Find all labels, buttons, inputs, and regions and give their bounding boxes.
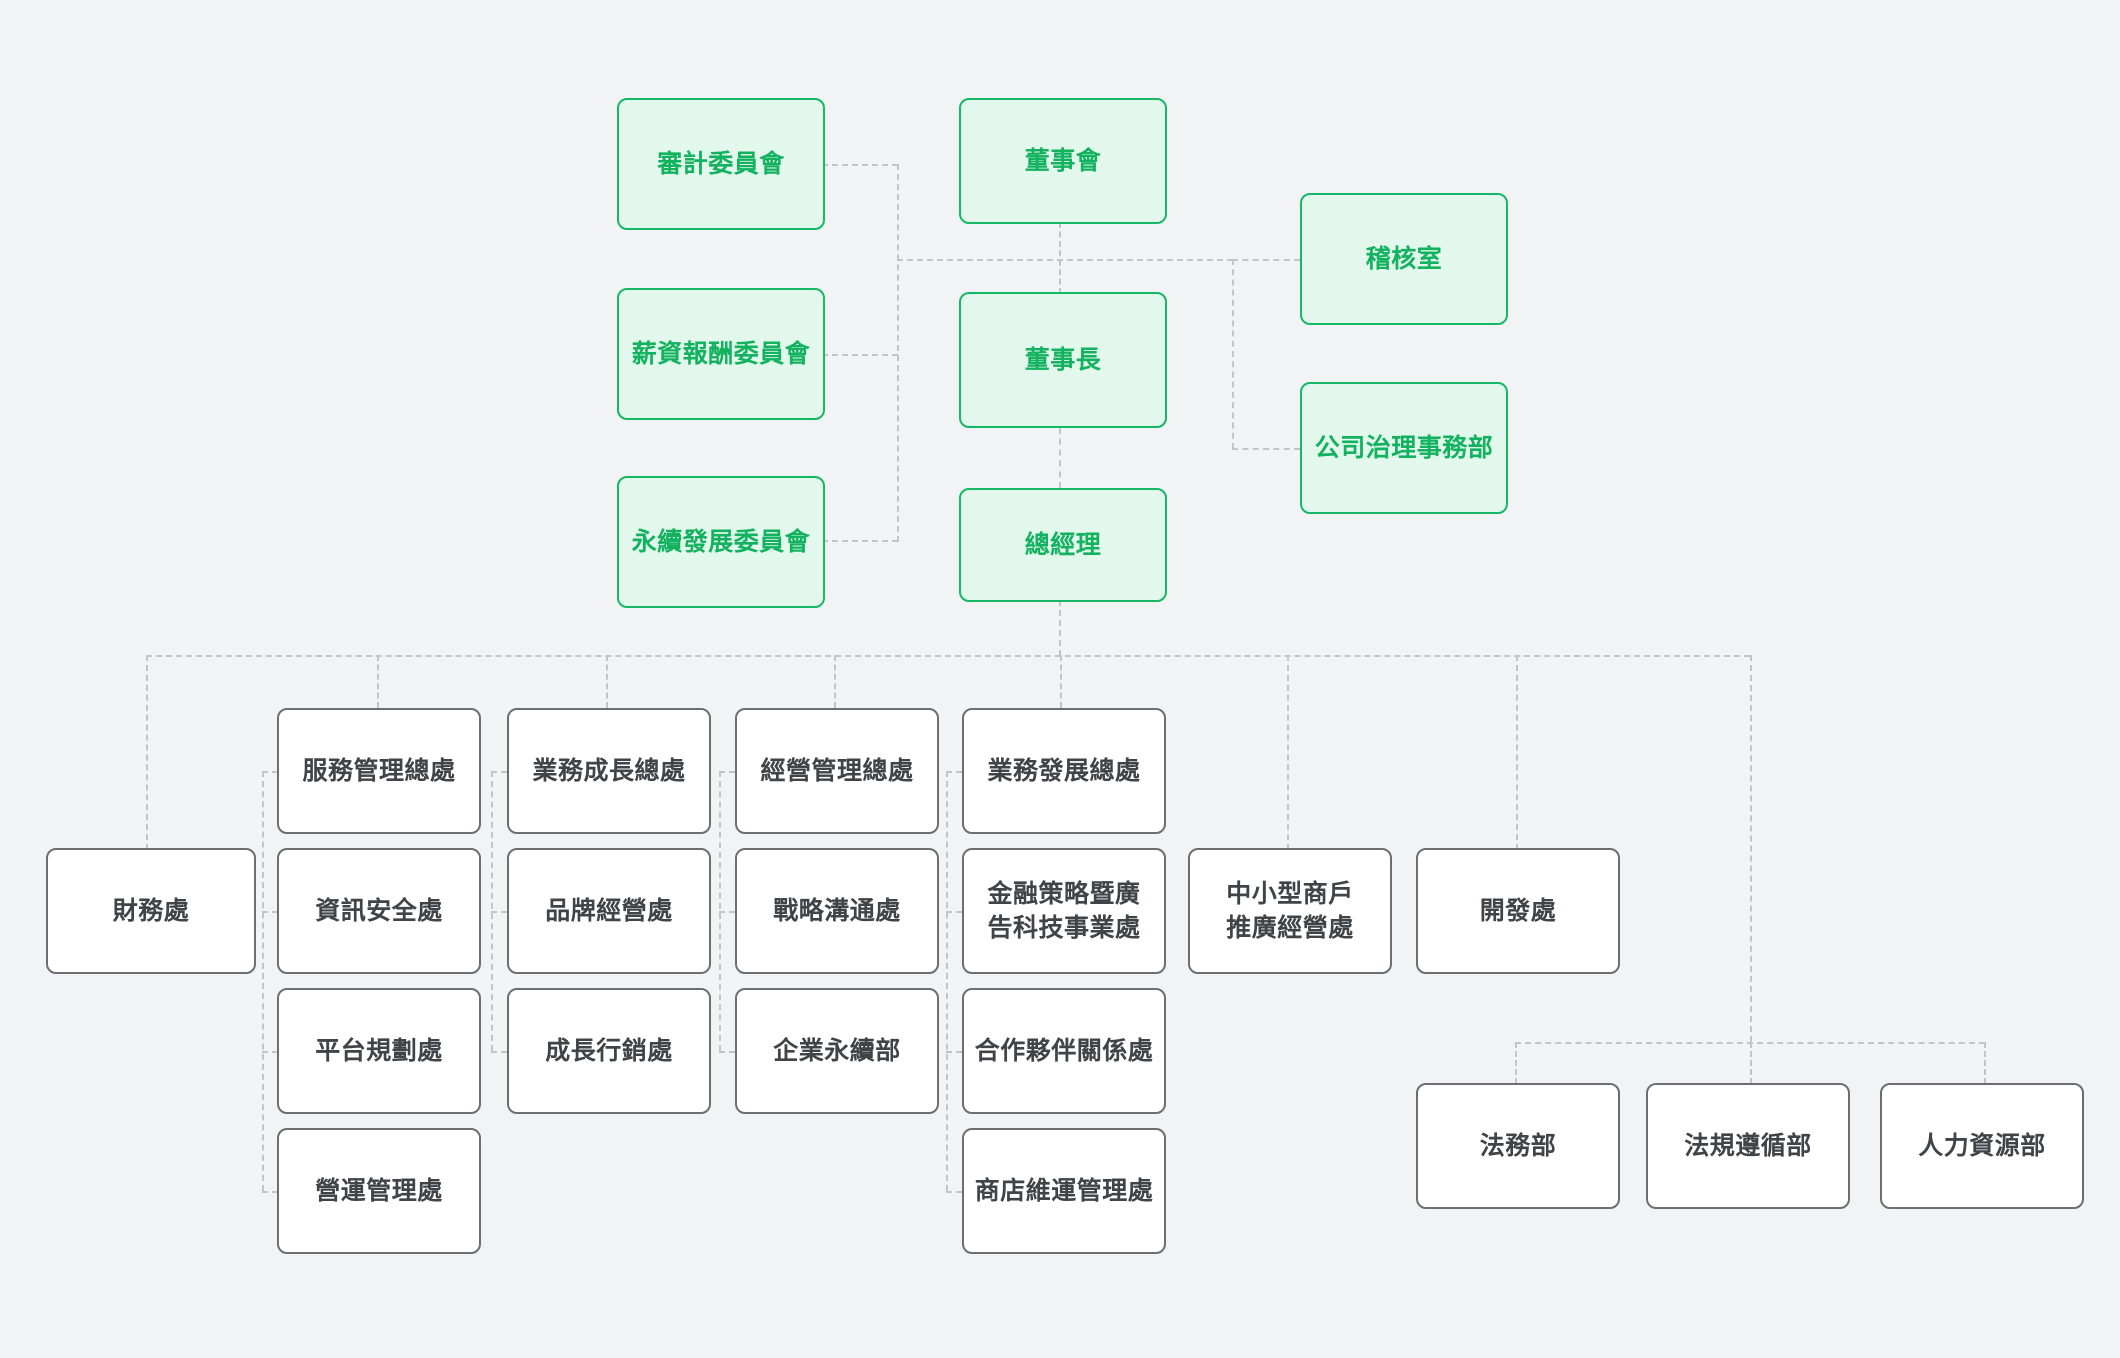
connector-bottom-drop-legal [1515, 1042, 1517, 1084]
connector-staff-drop [1232, 259, 1234, 449]
node-strategic-communication-dept[interactable]: 戰略溝通處 [735, 848, 939, 974]
connector-drop-sme [1287, 655, 1289, 850]
node-label-wrapper: 金融策略暨廣 告科技事業處 [987, 877, 1140, 946]
node-label: 平台規劃處 [315, 1036, 443, 1065]
node-label: 董事會 [1024, 146, 1102, 175]
node-label: 人力資源部 [1918, 1131, 2046, 1160]
connector-bizdev-to-partner [946, 1051, 962, 1053]
node-sustainability-committee[interactable]: 永續發展委員會 [617, 476, 825, 608]
node-sme-merchant-dept[interactable]: 中小型商戶 推廣經營處 [1188, 848, 1392, 974]
connector-to-governance-office [1232, 448, 1300, 450]
node-audit-committee[interactable]: 審計委員會 [617, 98, 825, 230]
node-label: 審計委員會 [657, 149, 785, 178]
node-service-management-hq[interactable]: 服務管理總處 [277, 708, 481, 834]
node-label: 法務部 [1479, 1131, 1557, 1160]
node-label-line1: 中小型商戶 [1226, 879, 1354, 908]
node-label: 商店維運管理處 [974, 1176, 1154, 1205]
node-label: 開發處 [1479, 896, 1557, 925]
node-label: 品牌經營處 [545, 896, 673, 925]
connector-drop-development [1516, 655, 1518, 850]
connector-main-bus [146, 655, 1750, 657]
node-president[interactable]: 總經理 [959, 488, 1167, 602]
node-corporate-governance-office[interactable]: 公司治理事務部 [1300, 382, 1508, 514]
connector-service-to-head [262, 771, 278, 773]
connector-bottom-drop-compliance [1750, 1042, 1752, 1084]
node-label: 董事長 [1024, 345, 1102, 374]
node-label: 合作夥伴關係處 [974, 1036, 1154, 1065]
node-corporate-sustainability-dept[interactable]: 企業永續部 [735, 988, 939, 1114]
connector-service-to-infosec [262, 911, 278, 913]
node-label-line2: 推廣經營處 [1226, 914, 1354, 942]
connector-bizdev-to-head [946, 771, 962, 773]
node-finance-dept[interactable]: 財務處 [46, 848, 256, 974]
node-chairman[interactable]: 董事長 [959, 292, 1167, 428]
node-board-of-directors[interactable]: 董事會 [959, 98, 1167, 224]
connector-chairman-to-president [1059, 428, 1061, 488]
connector-drop-service [377, 655, 379, 708]
connector-sustainability-committee [822, 540, 898, 542]
node-business-development-hq[interactable]: 業務發展總處 [962, 708, 1166, 834]
node-fintech-adtech-dept[interactable]: 金融策略暨廣 告科技事業處 [962, 848, 1166, 974]
connector-drop-growth [606, 655, 608, 708]
node-label: 服務管理總處 [302, 756, 456, 785]
connector-bizdev-to-store [946, 1191, 962, 1193]
node-audit-office[interactable]: 稽核室 [1300, 193, 1508, 325]
connector-drop-bottom-right [1750, 655, 1752, 1042]
connector-chairman-bus [897, 259, 1233, 261]
connector-growth-to-head [491, 771, 507, 773]
node-operations-management-dept[interactable]: 營運管理處 [277, 1128, 481, 1254]
connector-compensation-committee [822, 354, 898, 356]
node-label-line2: 告科技事業處 [987, 914, 1141, 942]
node-legal-affairs-dept[interactable]: 法務部 [1416, 1083, 1620, 1209]
node-business-growth-hq[interactable]: 業務成長總處 [507, 708, 711, 834]
node-label: 薪資報酬委員會 [631, 339, 811, 368]
connector-drop-bizdev [1060, 655, 1062, 708]
connector-service-to-platform [262, 1051, 278, 1053]
node-development-dept[interactable]: 開發處 [1416, 848, 1620, 974]
node-regulatory-compliance-dept[interactable]: 法規遵循部 [1646, 1083, 1850, 1209]
connector-president-to-bus [1059, 600, 1061, 656]
node-label: 法規遵循部 [1684, 1131, 1812, 1160]
node-label: 總經理 [1024, 530, 1102, 559]
connector-board-to-chairman [1059, 222, 1061, 294]
node-label: 業務成長總處 [532, 756, 686, 785]
connector-to-audit-office [1232, 259, 1300, 261]
node-label: 戰略溝通處 [773, 896, 901, 925]
node-label: 財務處 [112, 896, 190, 925]
connector-drop-finance [146, 655, 148, 850]
node-label: 企業永續部 [773, 1036, 901, 1065]
node-label: 稽核室 [1365, 244, 1443, 273]
node-partner-relations-dept[interactable]: 合作夥伴關係處 [962, 988, 1166, 1114]
connector-growth-to-brand [491, 911, 507, 913]
node-label-wrapper: 中小型商戶 推廣經營處 [1226, 877, 1354, 946]
node-growth-marketing-dept[interactable]: 成長行銷處 [507, 988, 711, 1114]
connector-spine-bizdev [946, 771, 948, 1191]
node-store-operations-maintenance-dept[interactable]: 商店維運管理處 [962, 1128, 1166, 1254]
connector-bizdev-to-fintech [946, 911, 962, 913]
connector-service-to-ops [262, 1191, 278, 1193]
connector-drop-opsmgmt [834, 655, 836, 708]
node-label-line1: 金融策略暨廣 [987, 879, 1141, 908]
connector-opsmgmt-to-strategy [719, 911, 735, 913]
node-platform-planning-dept[interactable]: 平台規劃處 [277, 988, 481, 1114]
node-information-security-dept[interactable]: 資訊安全處 [277, 848, 481, 974]
connector-growth-to-marketing [491, 1051, 507, 1053]
connector-bottom-drop-hr [1984, 1042, 1986, 1084]
connector-spine-service [262, 771, 264, 1191]
node-label: 公司治理事務部 [1314, 433, 1494, 462]
node-label: 經營管理總處 [760, 756, 914, 785]
node-compensation-committee[interactable]: 薪資報酬委員會 [617, 288, 825, 420]
node-label: 營運管理處 [315, 1176, 443, 1205]
node-label: 永續發展委員會 [631, 527, 811, 556]
connector-audit-committee [822, 164, 898, 166]
node-label: 成長行銷處 [545, 1036, 673, 1065]
node-operations-management-hq[interactable]: 經營管理總處 [735, 708, 939, 834]
node-brand-management-dept[interactable]: 品牌經營處 [507, 848, 711, 974]
connector-opsmgmt-to-sustain [719, 1051, 735, 1053]
node-label: 資訊安全處 [315, 896, 443, 925]
node-label: 業務發展總處 [987, 756, 1141, 785]
connector-opsmgmt-to-head [719, 771, 735, 773]
node-human-resources-dept[interactable]: 人力資源部 [1880, 1083, 2084, 1209]
connector-committee-spine [897, 164, 899, 542]
